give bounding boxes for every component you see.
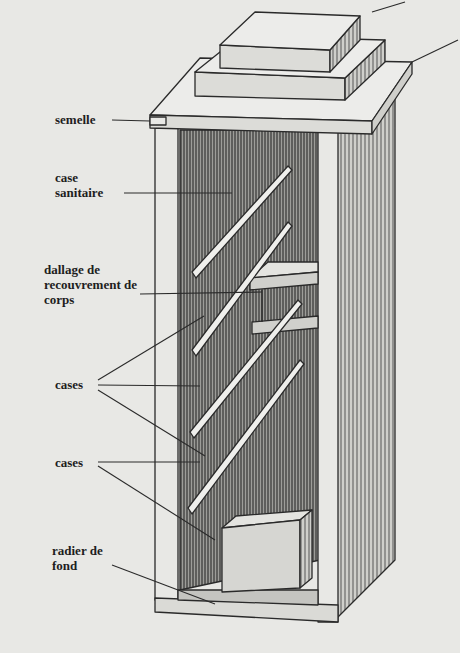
cover-slab-edge (250, 272, 318, 290)
side-wall (335, 72, 395, 620)
part-label: cases (55, 455, 97, 470)
leader-lines (98, 2, 458, 604)
part-label: case sanitaire (55, 170, 123, 200)
shelf-slats (188, 166, 304, 514)
coffin (222, 520, 300, 592)
front-pillar (318, 128, 338, 622)
part-label: cases (55, 377, 97, 392)
coffin-side (300, 510, 312, 588)
part-label: semelle (55, 112, 115, 127)
part-label: radier de fond (52, 543, 110, 573)
top-slab-edge (150, 115, 372, 134)
front-pillar (155, 128, 178, 600)
part-label: dallage de recouvrement de corps (44, 262, 138, 307)
